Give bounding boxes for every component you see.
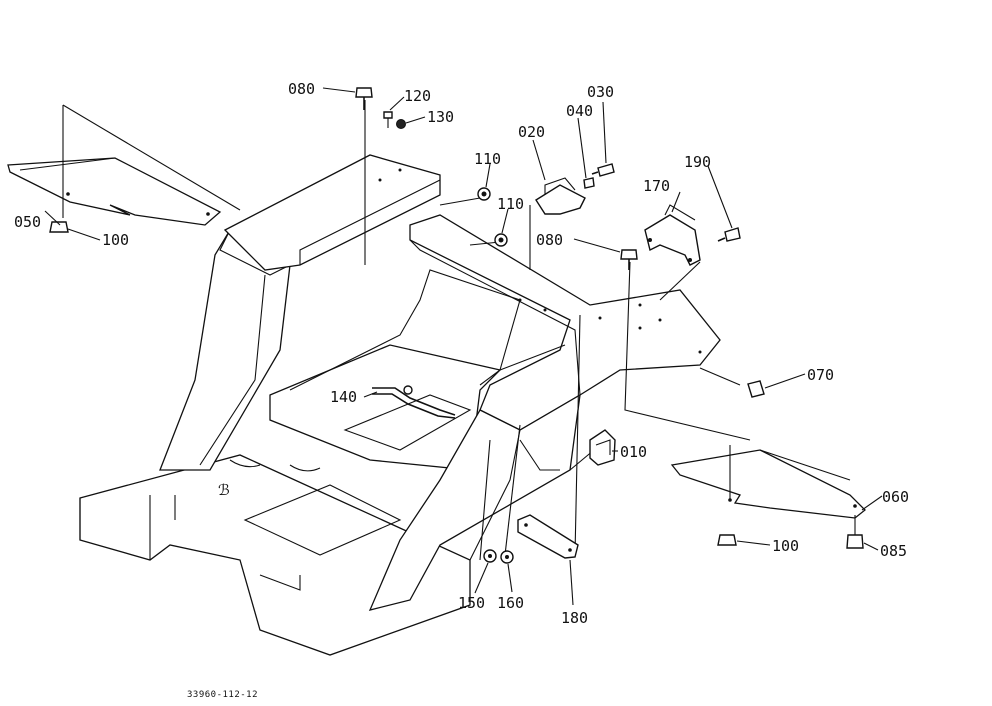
callout-010: 010 [620,443,647,461]
callout-170: 170 [643,177,670,195]
callout-080-top: 080 [288,80,315,98]
drawing-code: 33960-112-12 [187,690,258,700]
callout-110-upper: 110 [474,150,501,168]
callout-100-left: 100 [102,231,129,249]
callout-080-right: 080 [536,231,563,249]
callout-050: 050 [14,213,41,231]
callout-190: 190 [684,153,711,171]
callout-100-right: 100 [772,537,799,555]
callout-labels: 080 120 130 050 100 110 110 020 040 030 … [14,80,909,627]
callout-040: 040 [566,102,593,120]
assembly-reference-lines [19,100,856,561]
callout-140: 140 [330,388,357,406]
callout-110-lower: 110 [497,195,524,213]
fastener-parts [49,87,864,564]
bracket-060 [670,449,866,519]
callout-120: 120 [404,87,431,105]
callout-leaders [44,87,883,606]
callout-030: 030 [587,83,614,101]
callout-130: 130 [427,108,454,126]
svg-text:ℬ: ℬ [218,481,230,499]
callout-150: 150 [458,594,485,612]
callout-160: 160 [497,594,524,612]
callout-180: 180 [561,609,588,627]
main-frame: ℬ [79,154,721,656]
callout-060: 060 [882,488,909,506]
bracket-050 [7,157,222,226]
callout-085: 085 [880,542,907,560]
callout-070: 070 [807,366,834,384]
callout-020: 020 [518,123,545,141]
